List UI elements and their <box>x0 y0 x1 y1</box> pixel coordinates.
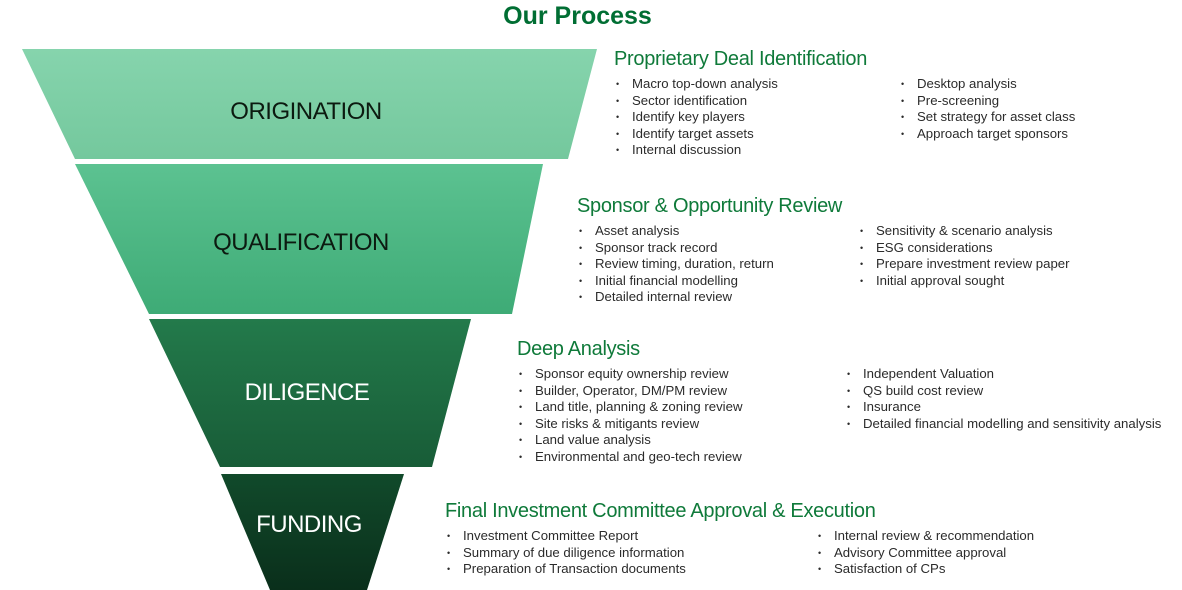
origination-details: Proprietary Deal Identification Macro to… <box>614 48 1075 159</box>
bullet-item: Prepare investment review paper <box>858 256 1070 273</box>
bullet-item: Independent Valuation <box>845 366 1161 383</box>
bullet-item: Sponsor equity ownership review <box>517 366 742 383</box>
bullet-item: Investment Committee Report <box>445 528 686 545</box>
bullet-item: Internal review & recommendation <box>816 528 1034 545</box>
bullet-item: Satisfaction of CPs <box>816 561 1034 578</box>
bullet-item: Asset analysis <box>577 223 774 240</box>
funding-right-list: Internal review & recommendationAdvisory… <box>816 528 1034 578</box>
bullet-item: Approach target sponsors <box>899 126 1075 143</box>
bullet-item: Initial financial modelling <box>577 273 774 290</box>
diligence-heading: Deep Analysis <box>517 338 640 360</box>
bullet-item: Sponsor track record <box>577 240 774 257</box>
qualification-details: Sponsor & Opportunity Review Asset analy… <box>577 195 1070 306</box>
bullet-item: QS build cost review <box>845 383 1161 400</box>
diligence-left-list: Sponsor equity ownership reviewBuilder, … <box>517 366 742 466</box>
diligence-right-list: Independent ValuationQS build cost revie… <box>845 366 1161 432</box>
bullet-item: Site risks & mitigants review <box>517 416 742 433</box>
bullet-item: Initial approval sought <box>858 273 1070 290</box>
bullet-item: Sector identification <box>614 93 778 110</box>
bullet-item: Summary of due diligence information <box>445 545 686 562</box>
bullet-item: Preparation of Transaction documents <box>445 561 686 578</box>
qualification-heading: Sponsor & Opportunity Review <box>577 195 843 217</box>
origination-heading: Proprietary Deal Identification <box>614 48 868 70</box>
origination-stage-band <box>22 49 597 159</box>
bullet-item: Sensitivity & scenario analysis <box>858 223 1070 240</box>
qualification-stage-band <box>75 164 543 314</box>
stage-label-origination: ORIGINATION <box>230 98 382 125</box>
bullet-item: Desktop analysis <box>899 76 1075 93</box>
funding-left-list: Investment Committee ReportSummary of du… <box>445 528 686 578</box>
bullet-item: Environmental and geo-tech review <box>517 449 742 466</box>
qualification-right-list: Sensitivity & scenario analysisESG consi… <box>858 223 1070 289</box>
bullet-item: Pre-screening <box>899 93 1075 110</box>
bullet-item: Detailed internal review <box>577 289 774 306</box>
bullet-item: Review timing, duration, return <box>577 256 774 273</box>
stage-label-funding: FUNDING <box>256 511 362 538</box>
bullet-item: Land value analysis <box>517 432 742 449</box>
funding-heading: Final Investment Committee Approval & Ex… <box>445 500 876 522</box>
origination-left-list: Macro top-down analysisSector identifica… <box>614 76 778 159</box>
bullet-item: Set strategy for asset class <box>899 109 1075 126</box>
bullet-item: Advisory Committee approval <box>816 545 1034 562</box>
bullet-item: Internal discussion <box>614 142 778 159</box>
bullet-item: Detailed financial modelling and sensiti… <box>845 416 1161 433</box>
diligence-stage-band <box>149 319 471 467</box>
page-title: Our Process <box>503 2 652 30</box>
bullet-item: Macro top-down analysis <box>614 76 778 93</box>
stage-label-diligence: DILIGENCE <box>244 379 370 406</box>
origination-right-list: Desktop analysisPre-screeningSet strateg… <box>899 76 1075 142</box>
funding-details: Final Investment Committee Approval & Ex… <box>445 500 1034 577</box>
diligence-details: Deep Analysis Sponsor equity ownership r… <box>517 338 1161 465</box>
bullet-item: Builder, Operator, DM/PM review <box>517 383 742 400</box>
bullet-item: Identify target assets <box>614 126 778 143</box>
stage-label-qualification: QUALIFICATION <box>213 229 389 256</box>
bullet-item: Insurance <box>845 399 1161 416</box>
bullet-item: Identify key players <box>614 109 778 126</box>
bullet-item: Land title, planning & zoning review <box>517 399 742 416</box>
qualification-left-list: Asset analysisSponsor track recordReview… <box>577 223 774 306</box>
bullet-item: ESG considerations <box>858 240 1070 257</box>
funding-stage-band <box>221 474 404 590</box>
